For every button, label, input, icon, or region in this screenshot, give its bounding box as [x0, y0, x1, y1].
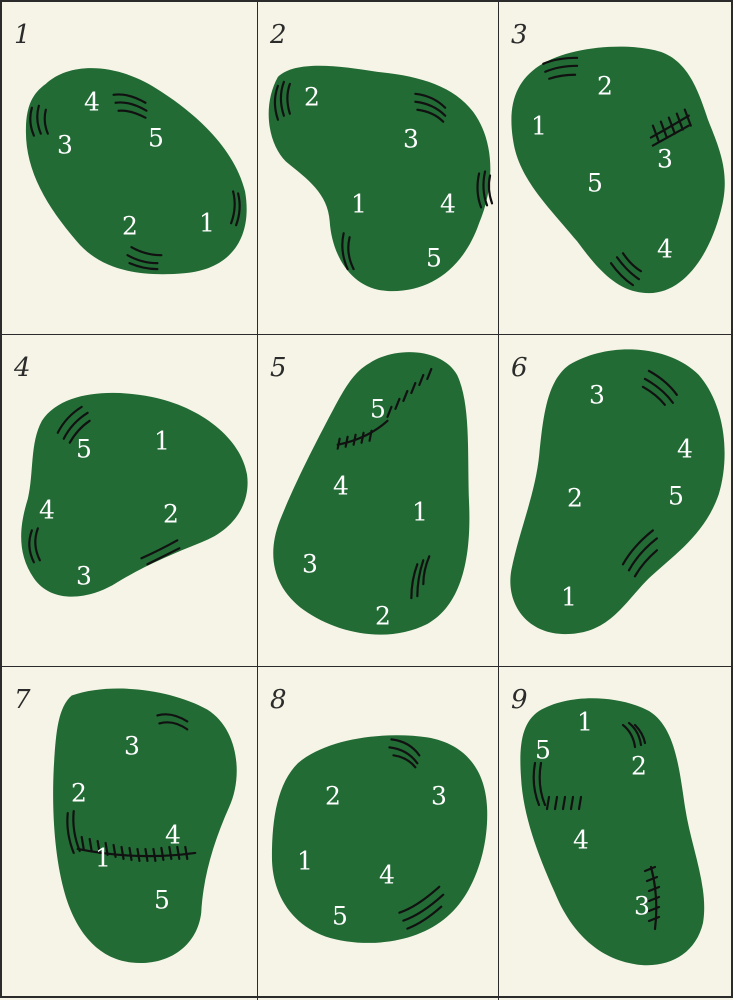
pin-label-2: 2	[304, 85, 320, 110]
pin-label-4: 4	[165, 823, 181, 848]
pin-label-5: 5	[587, 171, 603, 196]
pin-label-1: 1	[531, 114, 547, 139]
pin-label-2: 2	[631, 754, 647, 779]
green-shape-2	[258, 2, 498, 334]
diagram-cell-8: 8 1 2 3 4 5	[258, 667, 499, 1000]
pin-label-1: 1	[561, 585, 577, 610]
pin-label-4: 4	[657, 237, 673, 262]
diagram-cell-4: 4 1 2 3 4 5	[2, 335, 258, 667]
pin-label-5: 5	[332, 904, 348, 929]
pin-label-2: 2	[325, 784, 341, 809]
diagram-cell-1: 1 1 2 3 4 5	[2, 2, 258, 335]
pin-label-5: 5	[148, 126, 164, 151]
green-shape-3	[499, 2, 733, 334]
pin-label-2: 2	[597, 74, 613, 99]
pin-label-3: 3	[124, 734, 140, 759]
pin-label-5: 5	[154, 888, 170, 913]
pin-label-4: 4	[573, 828, 589, 853]
pin-label-4: 4	[333, 474, 349, 499]
pin-label-1: 1	[154, 429, 170, 454]
pin-label-1: 1	[351, 192, 367, 217]
pin-label-4: 4	[39, 498, 55, 523]
pin-label-3: 3	[57, 133, 73, 158]
diagram-cell-9: 9 1 2 3 4 5	[499, 667, 733, 1000]
pin-label-1: 1	[199, 211, 215, 236]
pin-label-3: 3	[431, 784, 447, 809]
pin-label-1: 1	[95, 846, 111, 871]
pin-label-2: 2	[163, 502, 179, 527]
pin-label-3: 3	[76, 564, 92, 589]
pin-label-2: 2	[567, 486, 583, 511]
pin-label-4: 4	[379, 863, 395, 888]
pin-label-3: 3	[302, 552, 318, 577]
pin-label-1: 1	[412, 500, 428, 525]
pin-label-3: 3	[657, 147, 673, 172]
green-shape-1	[2, 2, 257, 334]
pin-label-2: 2	[71, 781, 87, 806]
pin-label-4: 4	[677, 437, 693, 462]
pin-label-4: 4	[440, 192, 456, 217]
diagram-cell-6: 6 1 2 3 4 5	[499, 335, 733, 667]
pin-label-3: 3	[403, 127, 419, 152]
pin-label-5: 5	[668, 484, 684, 509]
pin-label-2: 2	[375, 604, 391, 629]
pin-label-5: 5	[426, 246, 442, 271]
pin-label-3: 3	[634, 894, 650, 919]
diagram-cell-3: 3 1 2 3 4 5	[499, 2, 733, 335]
pin-label-5: 5	[535, 738, 551, 763]
green-shape-9	[499, 667, 733, 1000]
pin-label-1: 1	[297, 849, 313, 874]
pin-label-4: 4	[84, 90, 100, 115]
diagram-cell-2: 2 1 2 3 4 5	[258, 2, 499, 335]
diagram-cell-7: 7 1 2 3 4 5	[2, 667, 258, 1000]
diagram-cell-5: 5 1 2 3 4 5	[258, 335, 499, 667]
pin-label-5: 5	[370, 397, 386, 422]
green-shape-6	[499, 335, 733, 666]
pin-label-2: 2	[122, 214, 138, 239]
pin-label-5: 5	[76, 437, 92, 462]
pin-label-3: 3	[589, 383, 605, 408]
green-shape-8	[258, 667, 498, 1000]
pin-label-1: 1	[577, 710, 593, 735]
green-shape-7	[2, 667, 257, 1000]
